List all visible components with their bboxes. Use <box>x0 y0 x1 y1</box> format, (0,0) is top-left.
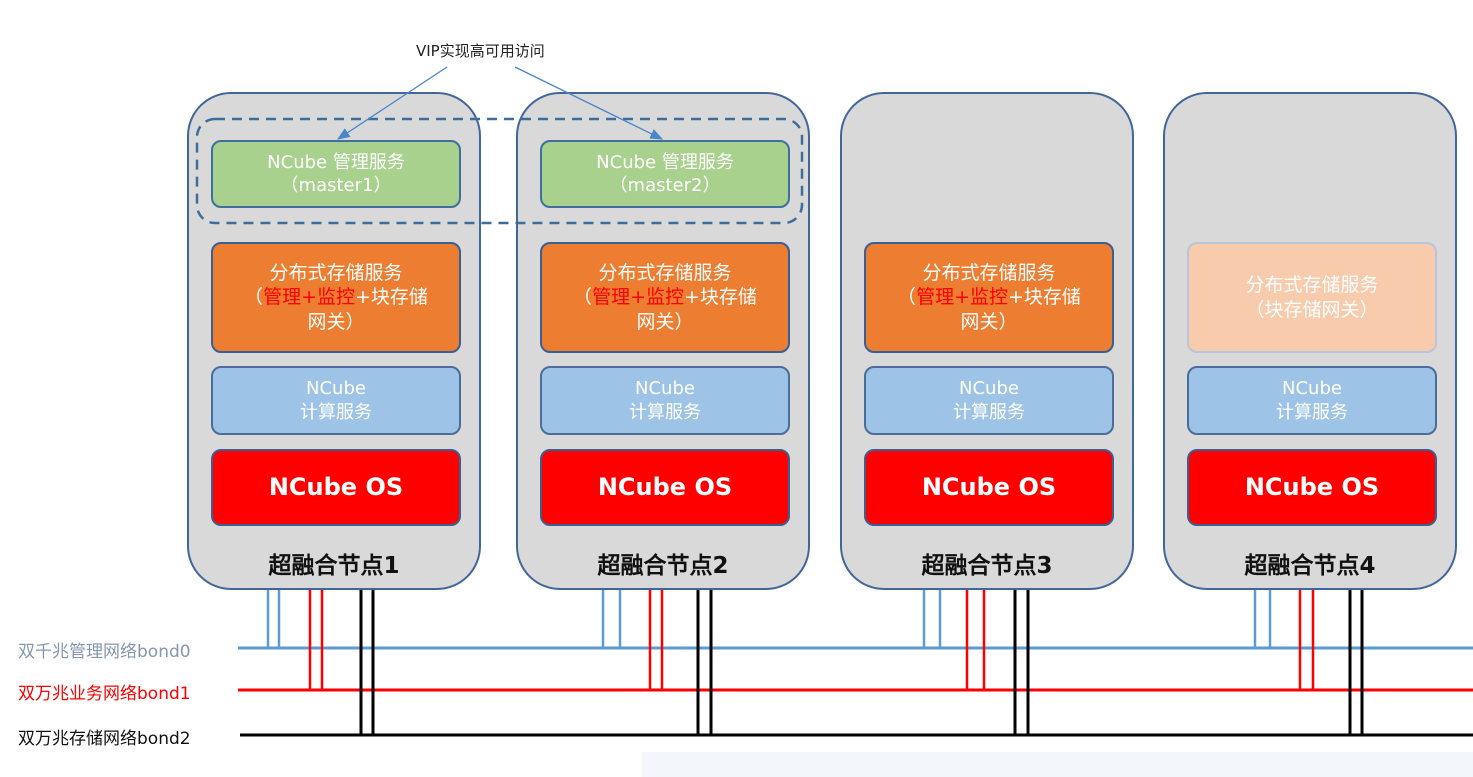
storage-service-gateway: 网关） <box>307 310 365 333</box>
node-1: NCube 管理服务 （master1） 分布式存储服务 （管理+监控+块存储 … <box>187 92 481 590</box>
bottom-panel <box>642 752 1473 777</box>
role-monitor: 监控 <box>646 286 685 309</box>
os-box: NCube OS <box>211 449 461 526</box>
node-title: 超融合节点1 <box>268 553 400 579</box>
compute-service-label: 计算服务 <box>300 401 372 423</box>
mgmt-service-name: NCube 管理服务 <box>267 151 405 173</box>
compute-service-box: NCube 计算服务 <box>540 366 790 435</box>
compute-service-label: 计算服务 <box>953 401 1025 423</box>
compute-service-name: NCube <box>959 378 1019 400</box>
mgmt-service-role: （master1） <box>280 175 392 196</box>
storage-service-name: 分布式存储服务 <box>598 262 732 285</box>
os-box: NCube OS <box>1187 449 1437 526</box>
os-box: NCube OS <box>540 449 790 526</box>
paren-open: （ <box>897 286 917 309</box>
os-label: NCube OS <box>921 473 1057 502</box>
storage-service-roles: （管理+监控+块存储 <box>573 285 757 309</box>
role-rest: +块存储 <box>1008 286 1081 309</box>
role-rest: +块存储 <box>355 286 428 309</box>
os-label: NCube OS <box>1244 473 1380 502</box>
mgmt-service-box: NCube 管理服务 （master1） <box>211 140 461 208</box>
paren-open: （ <box>244 286 264 309</box>
node-2: NCube 管理服务 （master2） 分布式存储服务 （管理+监控+块存储 … <box>516 92 810 590</box>
storage-service-box: 分布式存储服务 （管理+监控+块存储 网关） <box>864 242 1114 353</box>
role-mgmt: 管理 <box>916 286 955 309</box>
role-monitor: 监控 <box>970 286 1009 309</box>
node-1-links <box>266 590 375 735</box>
paren-open: （ <box>573 286 593 309</box>
storage-service-box: 分布式存储服务 （管理+监控+块存储 网关） <box>540 242 790 353</box>
node-title: 超融合节点4 <box>1244 553 1376 579</box>
role-mgmt: 管理 <box>592 286 631 309</box>
storage-service-box: 分布式存储服务 （块存储网关） <box>1187 242 1437 353</box>
role-rest: +块存储 <box>684 286 757 309</box>
compute-service-box: NCube 计算服务 <box>211 366 461 435</box>
network-label-bond1: 双万兆业务网络bond1 <box>18 684 191 704</box>
storage-service-name: 分布式存储服务 <box>269 262 403 285</box>
mgmt-service-box: NCube 管理服务 （master2） <box>540 140 790 208</box>
vip-arrow-master1 <box>336 66 448 140</box>
storage-service-gateway: （块存储网关） <box>1245 298 1379 321</box>
compute-service-name: NCube <box>635 378 695 400</box>
compute-service-box: NCube 计算服务 <box>864 366 1114 435</box>
storage-service-roles: （管理+监控+块存储 <box>244 285 428 309</box>
role-monitor: 监控 <box>317 286 356 309</box>
storage-service-gateway: 网关） <box>960 310 1018 333</box>
storage-service-box: 分布式存储服务 （管理+监控+块存储 网关） <box>211 242 461 353</box>
node-2-links <box>601 590 713 735</box>
node-title: 超融合节点3 <box>921 553 1053 579</box>
os-label: NCube OS <box>597 473 733 502</box>
node-title: 超融合节点2 <box>597 553 729 579</box>
compute-service-box: NCube 计算服务 <box>1187 366 1437 435</box>
network-label-bond0: 双千兆管理网络bond0 <box>18 642 191 662</box>
compute-service-name: NCube <box>306 378 366 400</box>
role-mgmt: 管理 <box>263 286 302 309</box>
vip-arrow-master2 <box>514 66 664 140</box>
storage-service-name: 分布式存储服务 <box>922 262 1056 285</box>
role-plus: + <box>954 286 970 309</box>
mgmt-service-role: （master2） <box>609 175 721 196</box>
compute-service-label: 计算服务 <box>629 401 701 423</box>
role-plus: + <box>301 286 317 309</box>
vip-label: VIP实现高可用访问 <box>416 42 545 60</box>
node-4: 分布式存储服务 （块存储网关） NCube 计算服务 NCube OS 超融合节… <box>1163 92 1457 590</box>
node-3: 分布式存储服务 （管理+监控+块存储 网关） NCube 计算服务 NCube … <box>840 92 1134 590</box>
storage-service-name: 分布式存储服务 <box>1245 274 1379 297</box>
vip-group-outline <box>195 117 804 225</box>
storage-service-gateway: 网关） <box>636 310 694 333</box>
compute-service-name: NCube <box>1282 378 1342 400</box>
os-box: NCube OS <box>864 449 1114 526</box>
role-plus: + <box>630 286 646 309</box>
network-label-bond2: 双万兆存储网络bond2 <box>18 729 191 749</box>
os-label: NCube OS <box>268 473 404 502</box>
storage-service-roles: （管理+监控+块存储 <box>897 285 1081 309</box>
node-3-links <box>922 590 1030 735</box>
mgmt-service-name: NCube 管理服务 <box>596 151 734 173</box>
node-4-links <box>1253 590 1364 735</box>
compute-service-label: 计算服务 <box>1276 401 1348 423</box>
